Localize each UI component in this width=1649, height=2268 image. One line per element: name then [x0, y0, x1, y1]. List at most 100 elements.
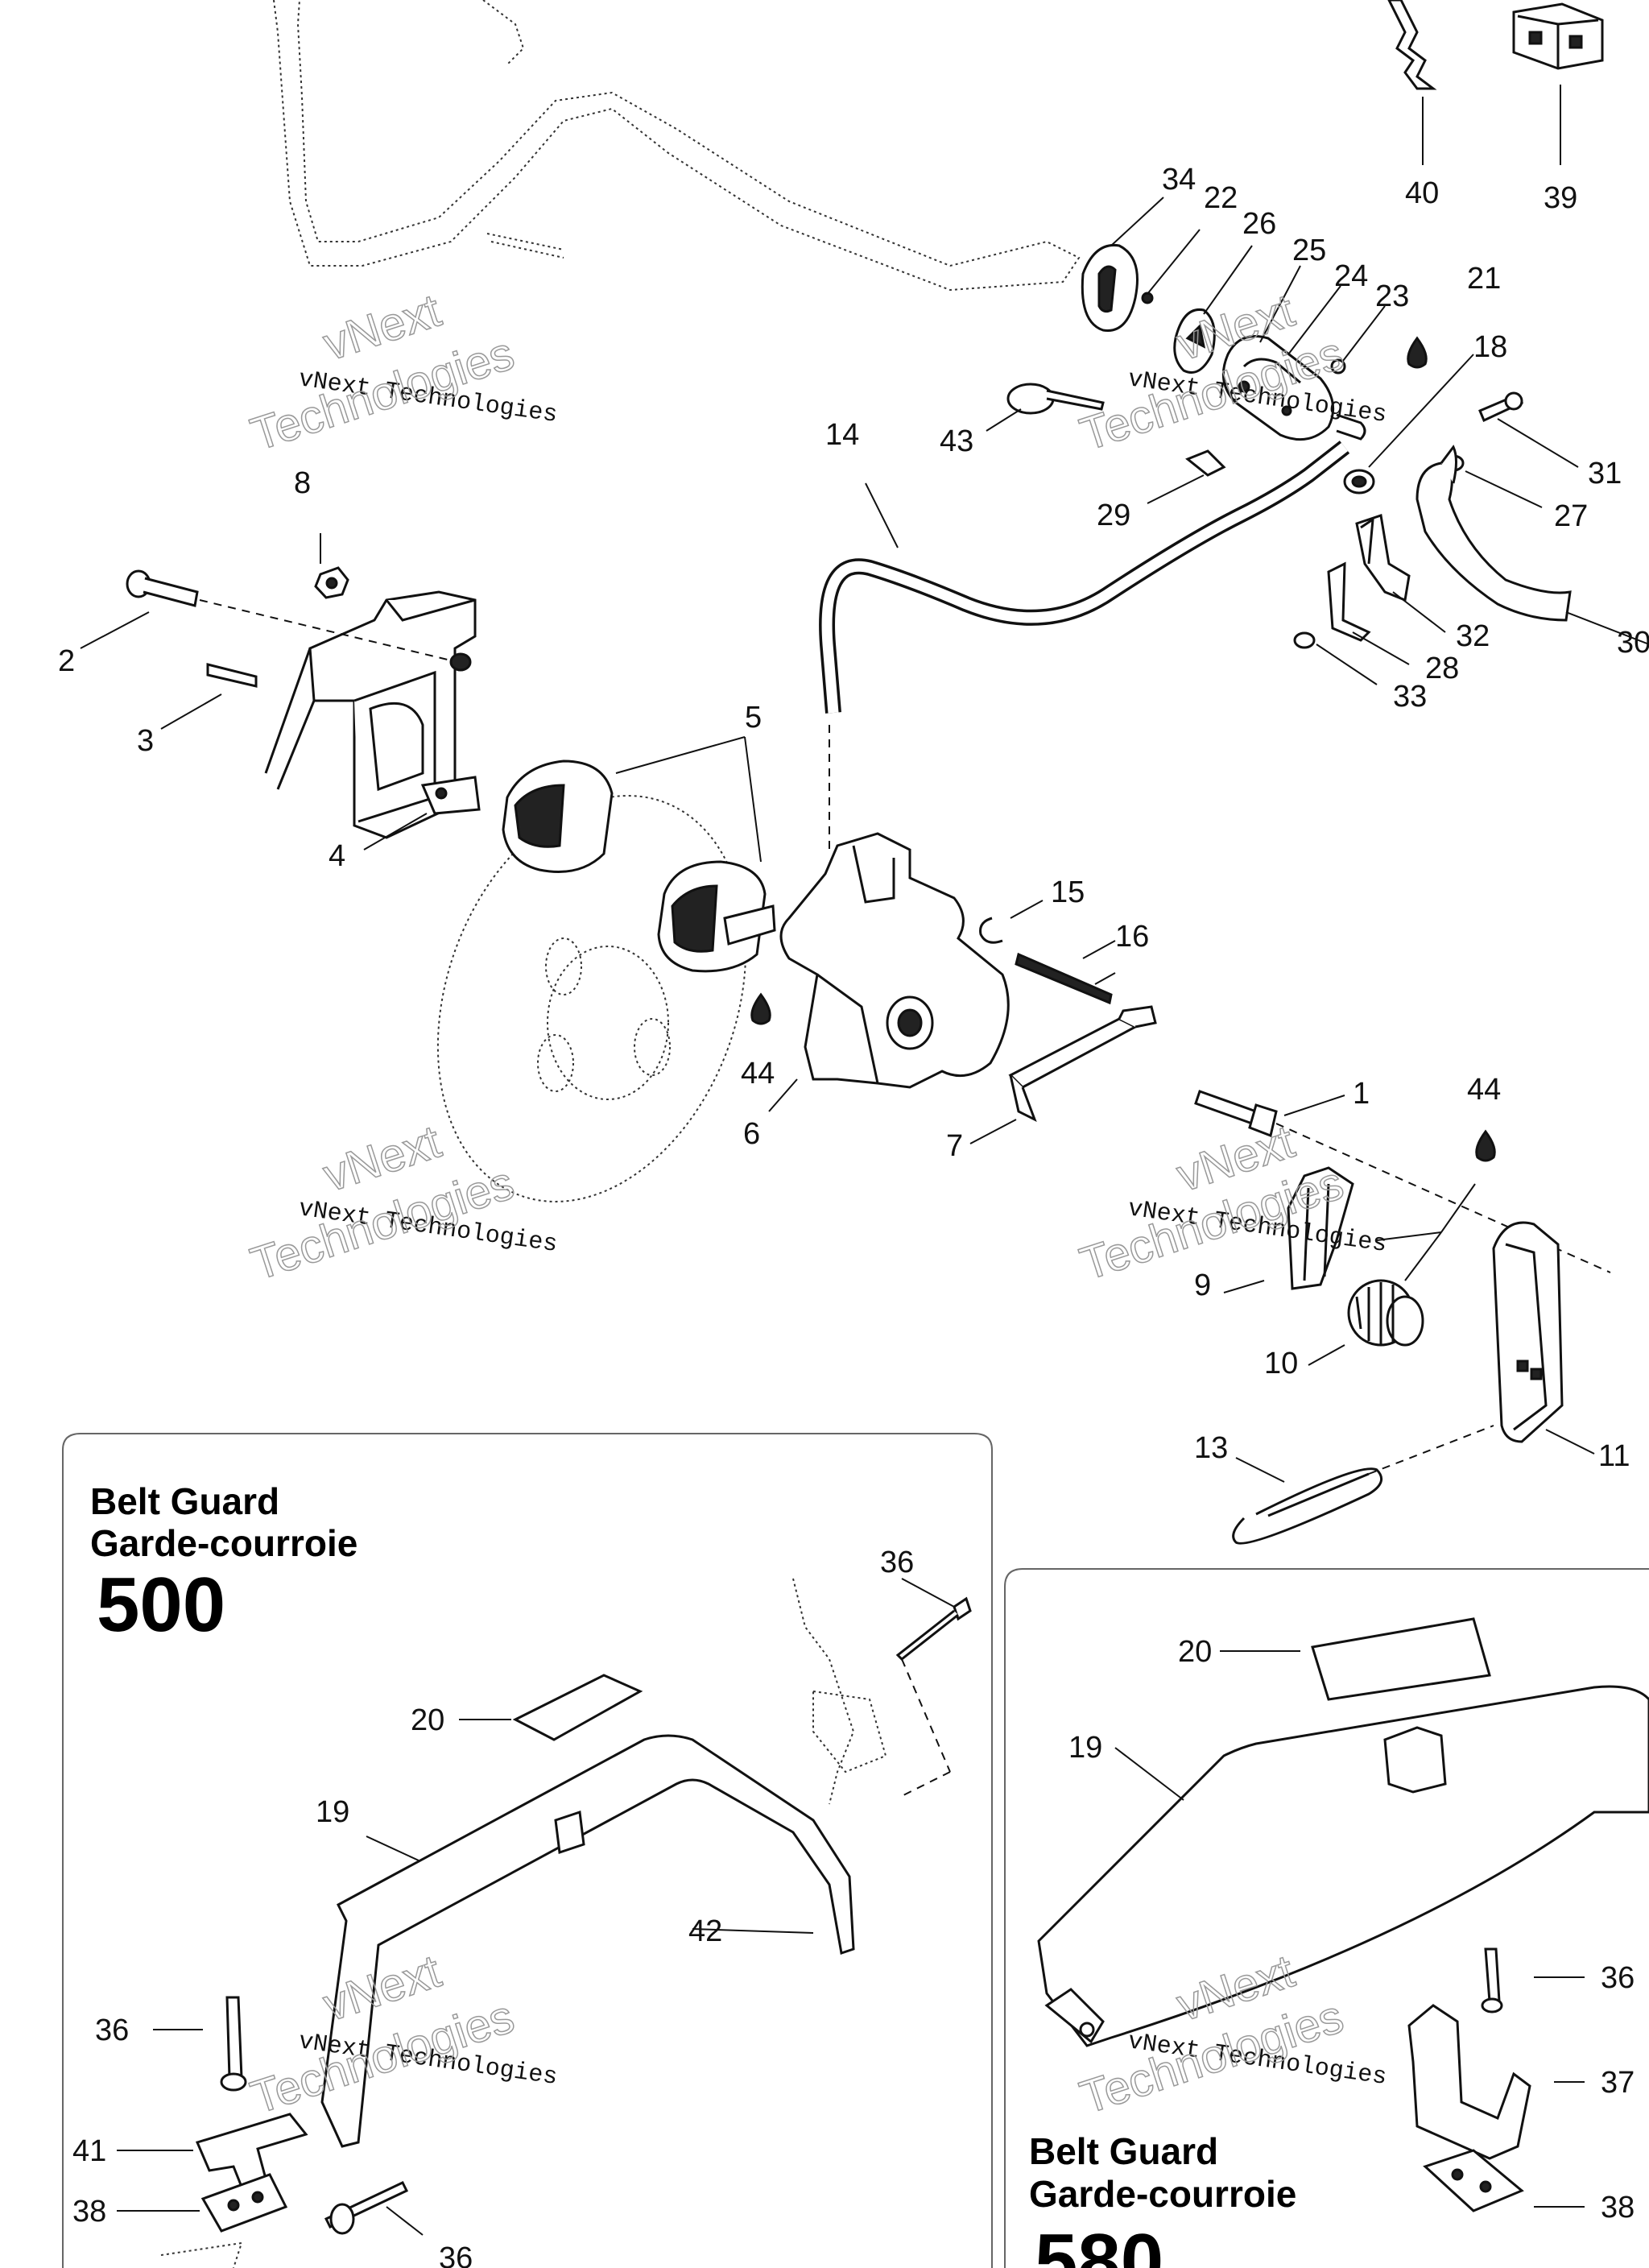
callout-44-left: 44	[741, 1057, 775, 1091]
callout-21: 21	[1467, 262, 1501, 296]
brake-cable-14	[819, 441, 1350, 714]
cover-11	[1492, 1221, 1595, 1455]
belt-guard-19-500	[320, 1734, 855, 2148]
callout-5: 5	[745, 701, 762, 735]
callout-580-36: 36	[1601, 1961, 1635, 1995]
nut-18	[1343, 354, 1474, 495]
nut-8	[314, 533, 349, 599]
inset-500-model: 500	[97, 1562, 225, 1648]
caliper-left-half	[264, 590, 477, 839]
inset-580-subtitle: Garde-courroie	[1029, 2173, 1296, 2215]
callout-580-19: 19	[1068, 1731, 1102, 1765]
callout-9: 9	[1194, 1269, 1211, 1302]
spring-plate-28	[1327, 561, 1410, 665]
spacer-4	[363, 776, 481, 850]
callout-580-38: 38	[1601, 2191, 1635, 2225]
callout-39: 39	[1544, 181, 1577, 215]
callout-26: 26	[1242, 207, 1276, 241]
callout-25: 25	[1292, 234, 1326, 267]
washer-27	[1442, 454, 1543, 508]
oil-drop-21	[1407, 336, 1428, 369]
callout-labels: 40 39 34 22 26 25 24 23 21 18 31 27 30 3…	[58, 163, 1649, 2268]
connector-block-39	[1512, 2, 1604, 165]
callout-22: 22	[1204, 181, 1238, 215]
callout-24: 24	[1334, 259, 1368, 293]
brake-lever-30	[1415, 445, 1649, 645]
callout-28: 28	[1425, 652, 1459, 685]
pin-3	[160, 663, 258, 730]
callout-30: 30	[1617, 626, 1649, 660]
callout-29: 29	[1097, 499, 1130, 532]
callout-7: 7	[946, 1129, 963, 1163]
housing-cover-34	[1081, 197, 1164, 332]
callout-27: 27	[1554, 499, 1588, 533]
e-clip-15	[979, 900, 1044, 944]
decal-20-580	[1311, 1617, 1491, 1701]
callout-14: 14	[825, 418, 859, 452]
callout-16: 16	[1115, 920, 1149, 954]
brake-pad-5a	[502, 759, 614, 873]
callout-500-42: 42	[688, 1914, 722, 1948]
lever-housing-24	[1221, 265, 1366, 441]
brake-disc-ghost	[436, 795, 747, 1202]
plate-38-500	[200, 2173, 288, 2233]
plate-38-580	[1423, 2149, 1524, 2212]
callout-3: 3	[137, 724, 154, 758]
inset-belt-guard-580: Belt Guard Garde-courroie 580	[1004, 1568, 1649, 2268]
terminal-clip-40	[1387, 0, 1437, 165]
callout-500-36c: 36	[439, 2241, 473, 2268]
caliper-body-6	[768, 725, 1010, 1112]
oil-drop-44-right	[1475, 1129, 1496, 1162]
oil-drop-44-left	[750, 992, 771, 1025]
callout-500-19: 19	[316, 1795, 349, 1829]
callout-1: 1	[1353, 1077, 1370, 1111]
inset-belt-guard-500: Belt Guard Garde-courroie 500	[62, 1433, 993, 2268]
inset-500-title: Belt Guard	[90, 1480, 279, 1522]
callout-32: 32	[1456, 619, 1490, 653]
callout-13: 13	[1194, 1431, 1228, 1465]
bracket-41	[195, 2113, 308, 2188]
callout-500-38: 38	[72, 2195, 106, 2229]
decal-20-500	[512, 1674, 643, 1741]
callout-23: 23	[1375, 279, 1409, 313]
watermark-tl: vNext vNext Technologies Technologies	[244, 284, 559, 461]
belt-guard-19-580	[1037, 1685, 1649, 2047]
spring-16	[1015, 952, 1116, 1005]
cable-tie-43	[986, 383, 1105, 432]
callout-33: 33	[1393, 680, 1427, 714]
hair-pin-13	[1232, 1425, 1494, 1545]
bracket-32	[1355, 514, 1446, 633]
callout-44-right: 44	[1467, 1073, 1501, 1107]
callout-580-37: 37	[1601, 2066, 1635, 2100]
callout-34: 34	[1162, 163, 1196, 197]
callout-500-41: 41	[72, 2134, 106, 2168]
callout-11: 11	[1598, 1439, 1630, 1473]
callout-31: 31	[1588, 457, 1622, 490]
watermark-mr: vNext vNext Technologies Technologies	[1073, 1115, 1388, 1291]
bracket-37	[1407, 2004, 1531, 2160]
handlebar-ghost	[273, 0, 1081, 292]
callout-8: 8	[294, 466, 311, 500]
callout-500-36a: 36	[880, 1546, 914, 1579]
bolt-2	[80, 569, 452, 661]
adjuster-knob-10	[1308, 1279, 1424, 1366]
watermark-ml: vNext vNext Technologies Technologies	[244, 1115, 559, 1291]
callout-6: 6	[743, 1117, 760, 1151]
callout-40: 40	[1405, 176, 1439, 210]
inset-580-model: 580	[1035, 2218, 1163, 2268]
inset-500-subtitle: Garde-courroie	[90, 1522, 357, 1564]
callout-18: 18	[1473, 330, 1507, 364]
lever-bracket-7	[969, 1005, 1157, 1144]
brake-pad-5b	[657, 860, 776, 973]
callout-10: 10	[1264, 1347, 1298, 1380]
callout-500-36b: 36	[95, 2013, 129, 2047]
callout-4: 4	[329, 839, 345, 873]
callout-43: 43	[940, 424, 973, 458]
inset-580-title: Belt Guard	[1029, 2130, 1218, 2172]
callout-500-20: 20	[411, 1703, 444, 1737]
washer-33	[1293, 631, 1378, 685]
gasket-26	[1173, 245, 1253, 374]
callout-580-20: 20	[1178, 1635, 1212, 1669]
callout-2: 2	[58, 644, 75, 678]
